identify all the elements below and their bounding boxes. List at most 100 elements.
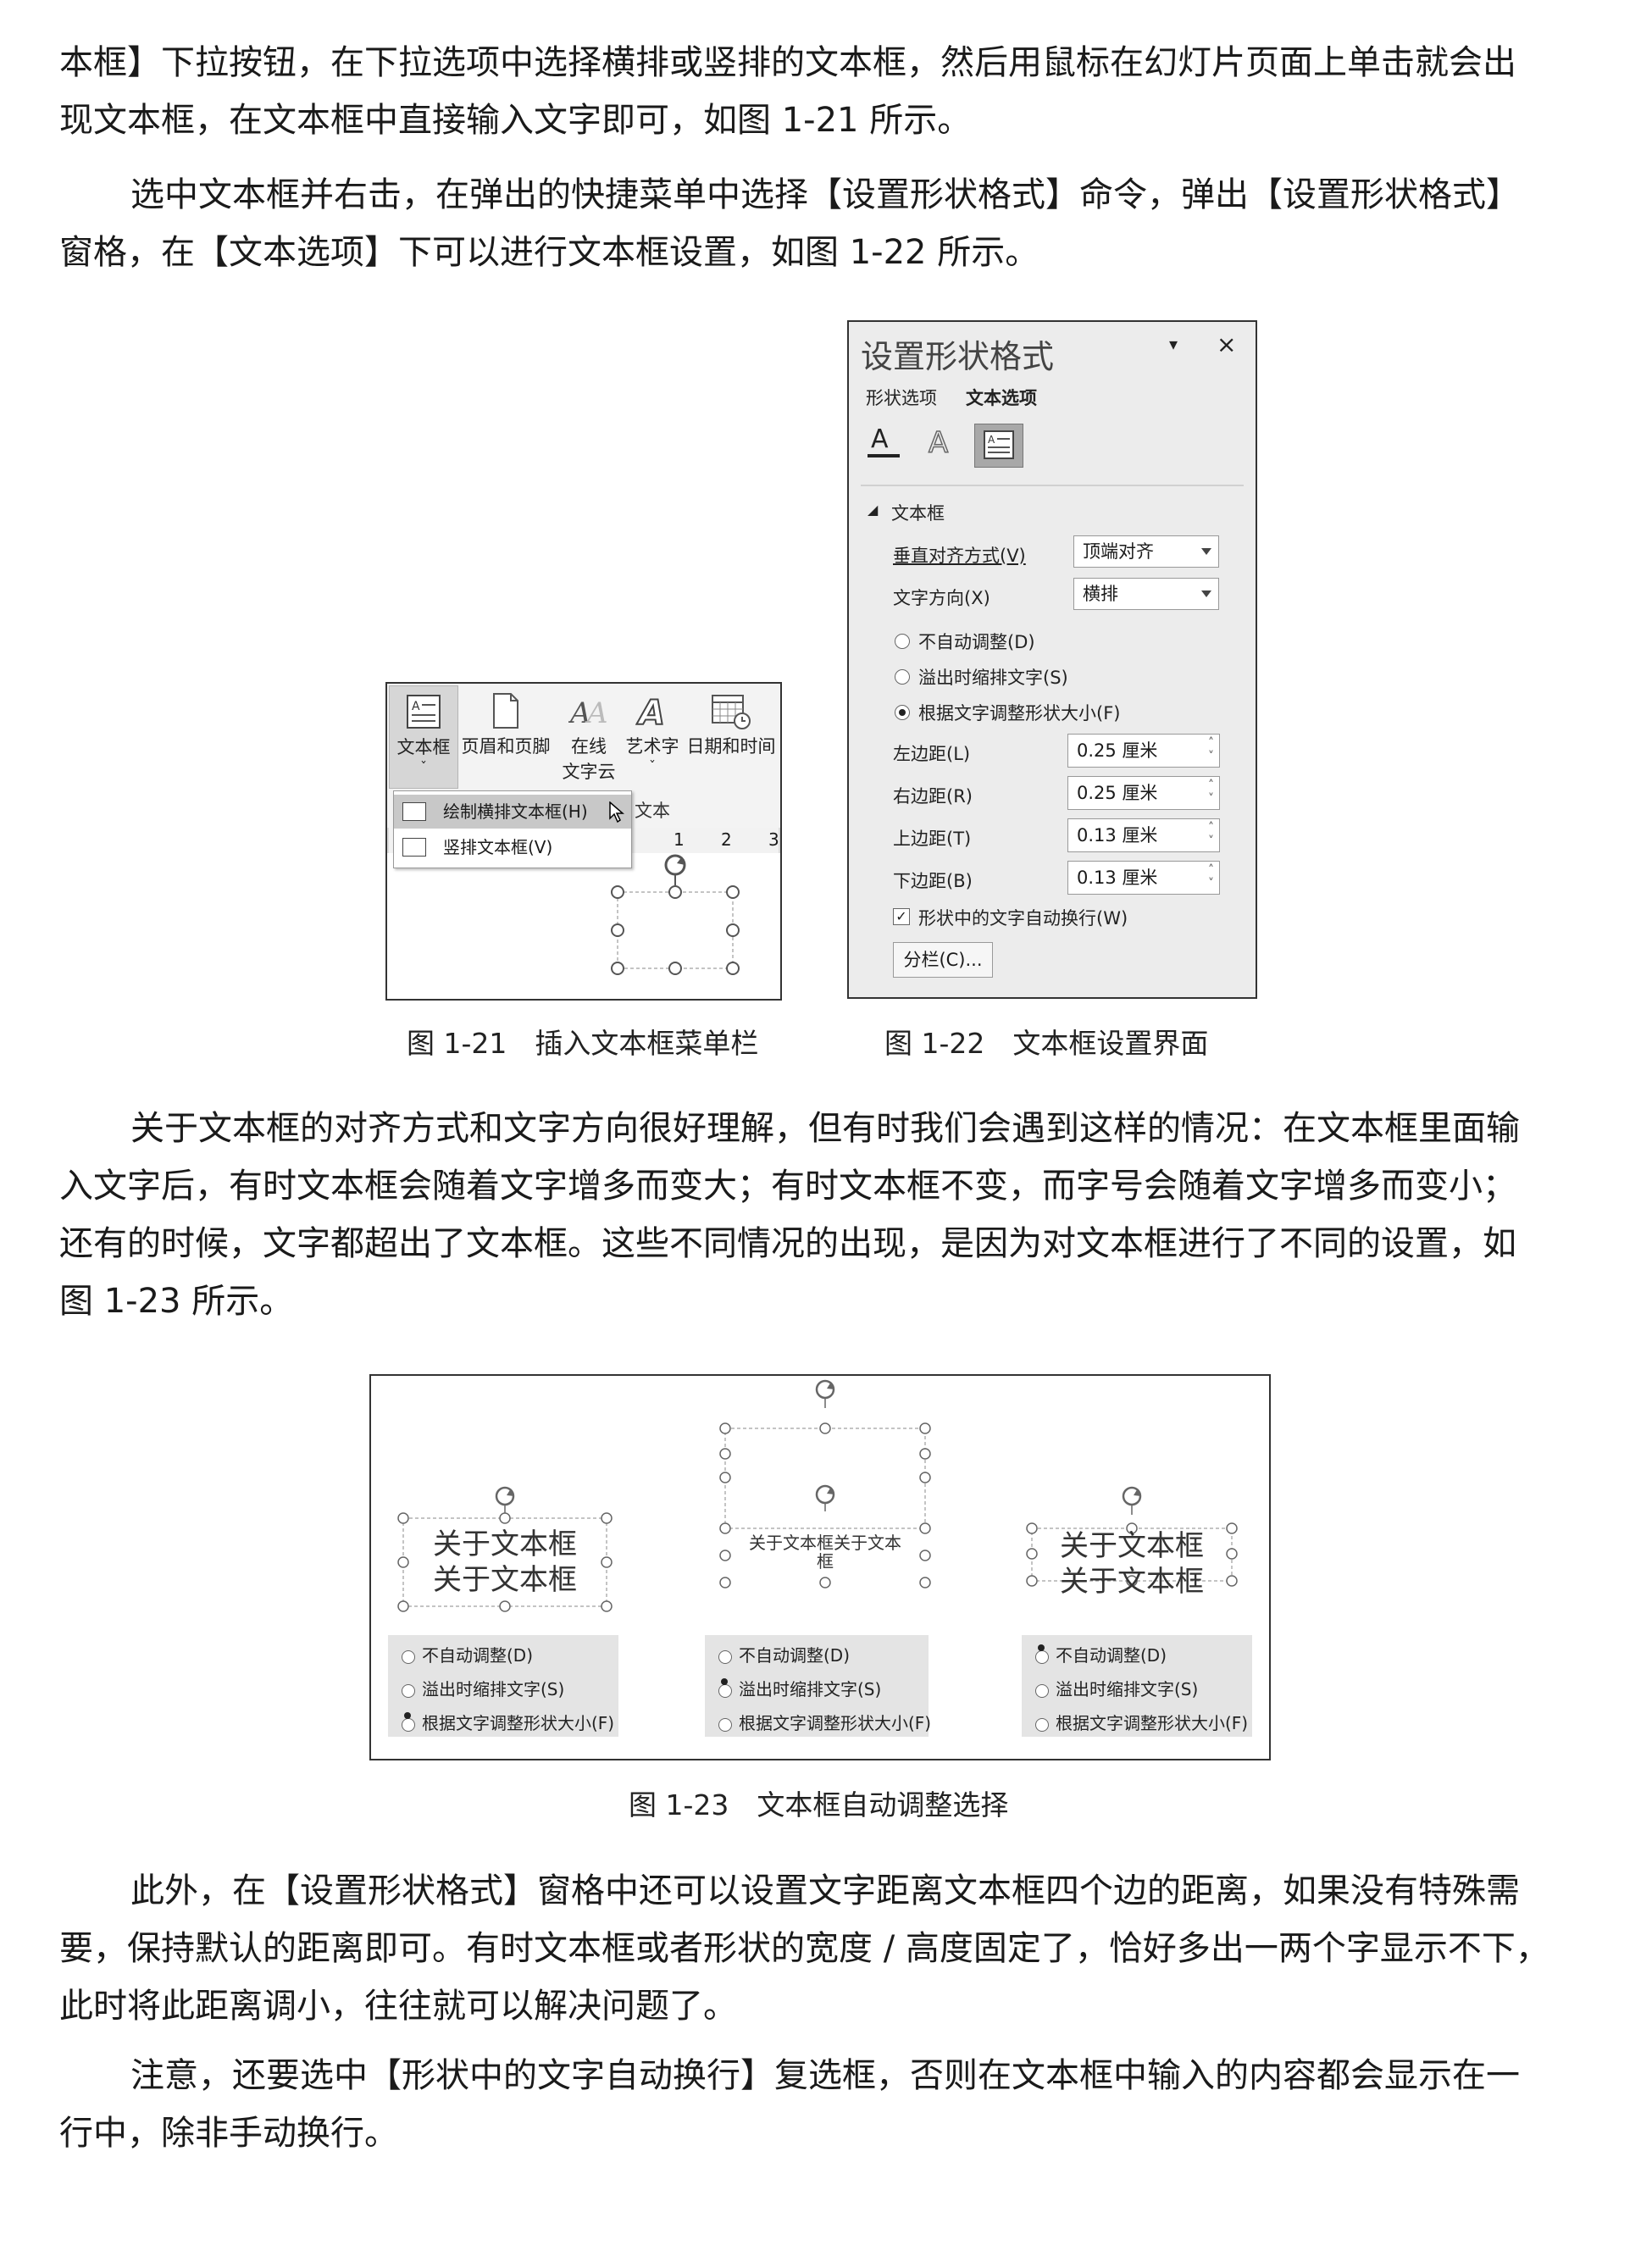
- text-line: 入文字后，有时文本框会随着文字增多而变大；有时文本框不变，而字号会随着文字增多而…: [59, 1167, 1516, 1206]
- sample-text-line: 关于文本框: [433, 1527, 577, 1561]
- autofit-option[interactable]: 不自动调整(D): [1035, 1642, 1167, 1666]
- rotate-handle-icon: [1122, 1486, 1142, 1506]
- menu-item-label: 绘制横排文本框(H): [443, 801, 588, 822]
- textbox-tab-icon[interactable]: A: [974, 424, 1023, 468]
- option-label: 溢出时缩排文字(S): [739, 1679, 882, 1699]
- checkbox-checked[interactable]: ✓: [893, 908, 910, 925]
- rotate-handle-icon: [815, 1484, 835, 1505]
- word-cloud-label: 在线: [571, 736, 607, 757]
- chevron-down-icon[interactable]: ▾: [1169, 334, 1178, 354]
- autofit-resize-label: 根据文字调整形状大小(F): [918, 703, 1121, 724]
- textbox-button[interactable]: A 文本框 ˇ: [389, 685, 458, 789]
- vertical-textbox-icon: [402, 838, 426, 857]
- left-margin-label: 左边距(L): [893, 744, 971, 764]
- text-line: 注意，还要选中【形状中的文字自动换行】复选框，否则在文本框中输入的内容都会显示在…: [130, 2056, 1520, 2095]
- menu-item-horizontal-textbox[interactable]: 绘制横排文本框(H): [394, 795, 631, 829]
- figure-caption-1-21: 图 1-21 插入文本框菜单栏: [407, 1027, 759, 1060]
- radio-button[interactable]: [718, 1649, 732, 1664]
- spinner-arrows-icon[interactable]: ˄˅: [1208, 779, 1214, 806]
- figure-format-shape-pane: 设置形状格式 ▾ × 形状选项 文本选项 A A A ◢ 文本框 垂直对齐方式(…: [847, 320, 1257, 999]
- radio-button[interactable]: [1035, 1717, 1049, 1732]
- text-line: 要，保持默认的距离即可。有时文本框或者形状的宽度 / 高度固定了，恰好多出一两个…: [59, 1929, 1549, 1968]
- right-margin-spinner[interactable]: 0.25 厘米˄˅: [1067, 776, 1220, 810]
- sample-text-line: 框: [817, 1551, 834, 1572]
- left-margin-spinner[interactable]: 0.25 厘米˄˅: [1067, 734, 1220, 768]
- paragraph-1: 本框】下拉按钮，在下拉选项中选择横排或竖排的文本框，然后用鼠标在幻灯片页面上单击…: [59, 34, 1593, 149]
- textbox-handles: [397, 1379, 1238, 1612]
- header-footer-button[interactable]: 页眉和页脚: [458, 685, 553, 787]
- tab-shape-options[interactable]: 形状选项: [866, 388, 937, 408]
- textbox-dropdown-menu: 绘制横排文本框(H) 竖排文本框(V): [393, 790, 632, 868]
- option-label: 不自动调整(D): [1056, 1645, 1167, 1666]
- sample-text-line: 关于文本框: [1060, 1529, 1204, 1563]
- autofit-option[interactable]: 根据文字调整形状大小(F): [402, 1710, 614, 1734]
- vertical-align-label: 垂直对齐方式(V): [893, 546, 1026, 566]
- divider: [861, 485, 1244, 486]
- right-margin-label: 右边距(R): [893, 786, 973, 807]
- paragraph-5: 注意，还要选中【形状中的文字自动换行】复选框，否则在文本框中输入的内容都会显示在…: [59, 2047, 1593, 2162]
- radio-button[interactable]: [718, 1717, 732, 1732]
- radio-button[interactable]: [895, 634, 910, 649]
- autofit-option[interactable]: 溢出时缩排文字(S): [402, 1676, 564, 1700]
- wordart-icon: A: [635, 693, 666, 729]
- option-label: 根据文字调整形状大小(F): [739, 1713, 932, 1733]
- top-margin-label: 上边距(T): [893, 829, 972, 849]
- textbox-button-label: 文本框: [396, 737, 451, 757]
- close-icon[interactable]: ×: [1217, 330, 1237, 358]
- top-margin-spinner[interactable]: 0.13 厘米 ˄˅: [1067, 818, 1220, 852]
- radio-button[interactable]: [402, 1649, 415, 1664]
- option-label: 根据文字调整形状大小(F): [1056, 1713, 1249, 1733]
- spinner-arrows-icon[interactable]: ˄˅: [1208, 863, 1214, 890]
- radio-button-selected[interactable]: [402, 1717, 415, 1732]
- collapse-triangle-icon[interactable]: ◢: [868, 502, 879, 518]
- rotate-handle-icon: [815, 1379, 835, 1400]
- spinner-arrows-icon[interactable]: ˄˅: [1208, 736, 1214, 763]
- svg-text:A: A: [636, 694, 665, 729]
- menu-item-label: 竖排文本框(V): [443, 837, 553, 857]
- text-line: 现文本框，在文本框中直接输入文字即可，如图 1-21 所示。: [59, 101, 972, 140]
- sample-text-line: 关于文本框: [433, 1563, 577, 1597]
- text-direction-label: 文字方向(X): [893, 588, 990, 608]
- wrap-text-label: 形状中的文字自动换行(W): [918, 908, 1128, 929]
- spinner-arrows-icon[interactable]: ˄˅: [1208, 821, 1214, 848]
- text-effects-icon[interactable]: A: [922, 422, 959, 464]
- autofit-option[interactable]: 不自动调整(D): [718, 1642, 850, 1666]
- option-label: 溢出时缩排文字(S): [422, 1679, 565, 1699]
- tab-text-options[interactable]: 文本选项: [966, 388, 1037, 408]
- autofit-options-panel-3: 不自动调整(D) 溢出时缩排文字(S) 根据文字调整形状大小(F): [1022, 1635, 1252, 1737]
- wordart-button[interactable]: A 艺术字 ˇ: [623, 685, 682, 787]
- vertical-align-select[interactable]: 顶端对齐: [1073, 535, 1219, 568]
- menu-item-vertical-textbox[interactable]: 竖排文本框(V): [394, 830, 631, 864]
- date-time-button[interactable]: 日期和时间: [684, 685, 779, 787]
- radio-button[interactable]: [895, 669, 910, 685]
- text-direction-select[interactable]: 横排: [1073, 578, 1219, 610]
- radio-button[interactable]: [1035, 1683, 1049, 1698]
- word-cloud-icon: A A: [568, 696, 608, 729]
- svg-text:A: A: [988, 434, 995, 446]
- horizontal-textbox-icon: [402, 802, 426, 821]
- radio-button-selected[interactable]: [718, 1683, 732, 1698]
- autofit-option[interactable]: 不自动调整(D): [402, 1642, 533, 1666]
- radio-button[interactable]: [402, 1683, 415, 1698]
- chevron-down-icon: ˇ: [420, 759, 427, 775]
- autofit-option[interactable]: 溢出时缩排文字(S): [1035, 1676, 1198, 1700]
- option-label: 溢出时缩排文字(S): [1056, 1679, 1199, 1699]
- radio-button-selected[interactable]: [1035, 1649, 1049, 1664]
- svg-text:A: A: [871, 424, 889, 454]
- text-line: 选中文本框并右击，在弹出的快捷菜单中选择【设置形状格式】命令，弹出【设置形状格式…: [130, 175, 1520, 214]
- text-fill-icon[interactable]: A: [866, 422, 903, 464]
- autofit-option[interactable]: 根据文字调整形状大小(F): [1035, 1710, 1248, 1734]
- bottom-margin-spinner[interactable]: 0.13 厘米˄˅: [1067, 861, 1220, 895]
- figure-caption-1-22: 图 1-22 文本框设置界面: [884, 1027, 1209, 1060]
- word-cloud-button[interactable]: A A 在线 文字云: [557, 685, 621, 787]
- mouse-cursor-icon: [609, 801, 624, 823]
- text-line: 此外，在【设置形状格式】窗格中还可以设置文字距离文本框四个边的距离，如果没有特殊…: [130, 1871, 1520, 1910]
- autofit-option[interactable]: 溢出时缩排文字(S): [718, 1676, 881, 1700]
- autofit-shrink-label: 溢出时缩排文字(S): [918, 668, 1068, 688]
- top-margin-value: 0.13 厘米: [1077, 825, 1158, 846]
- columns-button[interactable]: 分栏(C)...: [893, 942, 993, 978]
- wordart-label: 艺术字: [625, 736, 679, 757]
- option-label: 根据文字调整形状大小(F): [422, 1713, 615, 1733]
- autofit-option[interactable]: 根据文字调整形状大小(F): [718, 1710, 931, 1734]
- radio-button-selected[interactable]: [895, 705, 910, 720]
